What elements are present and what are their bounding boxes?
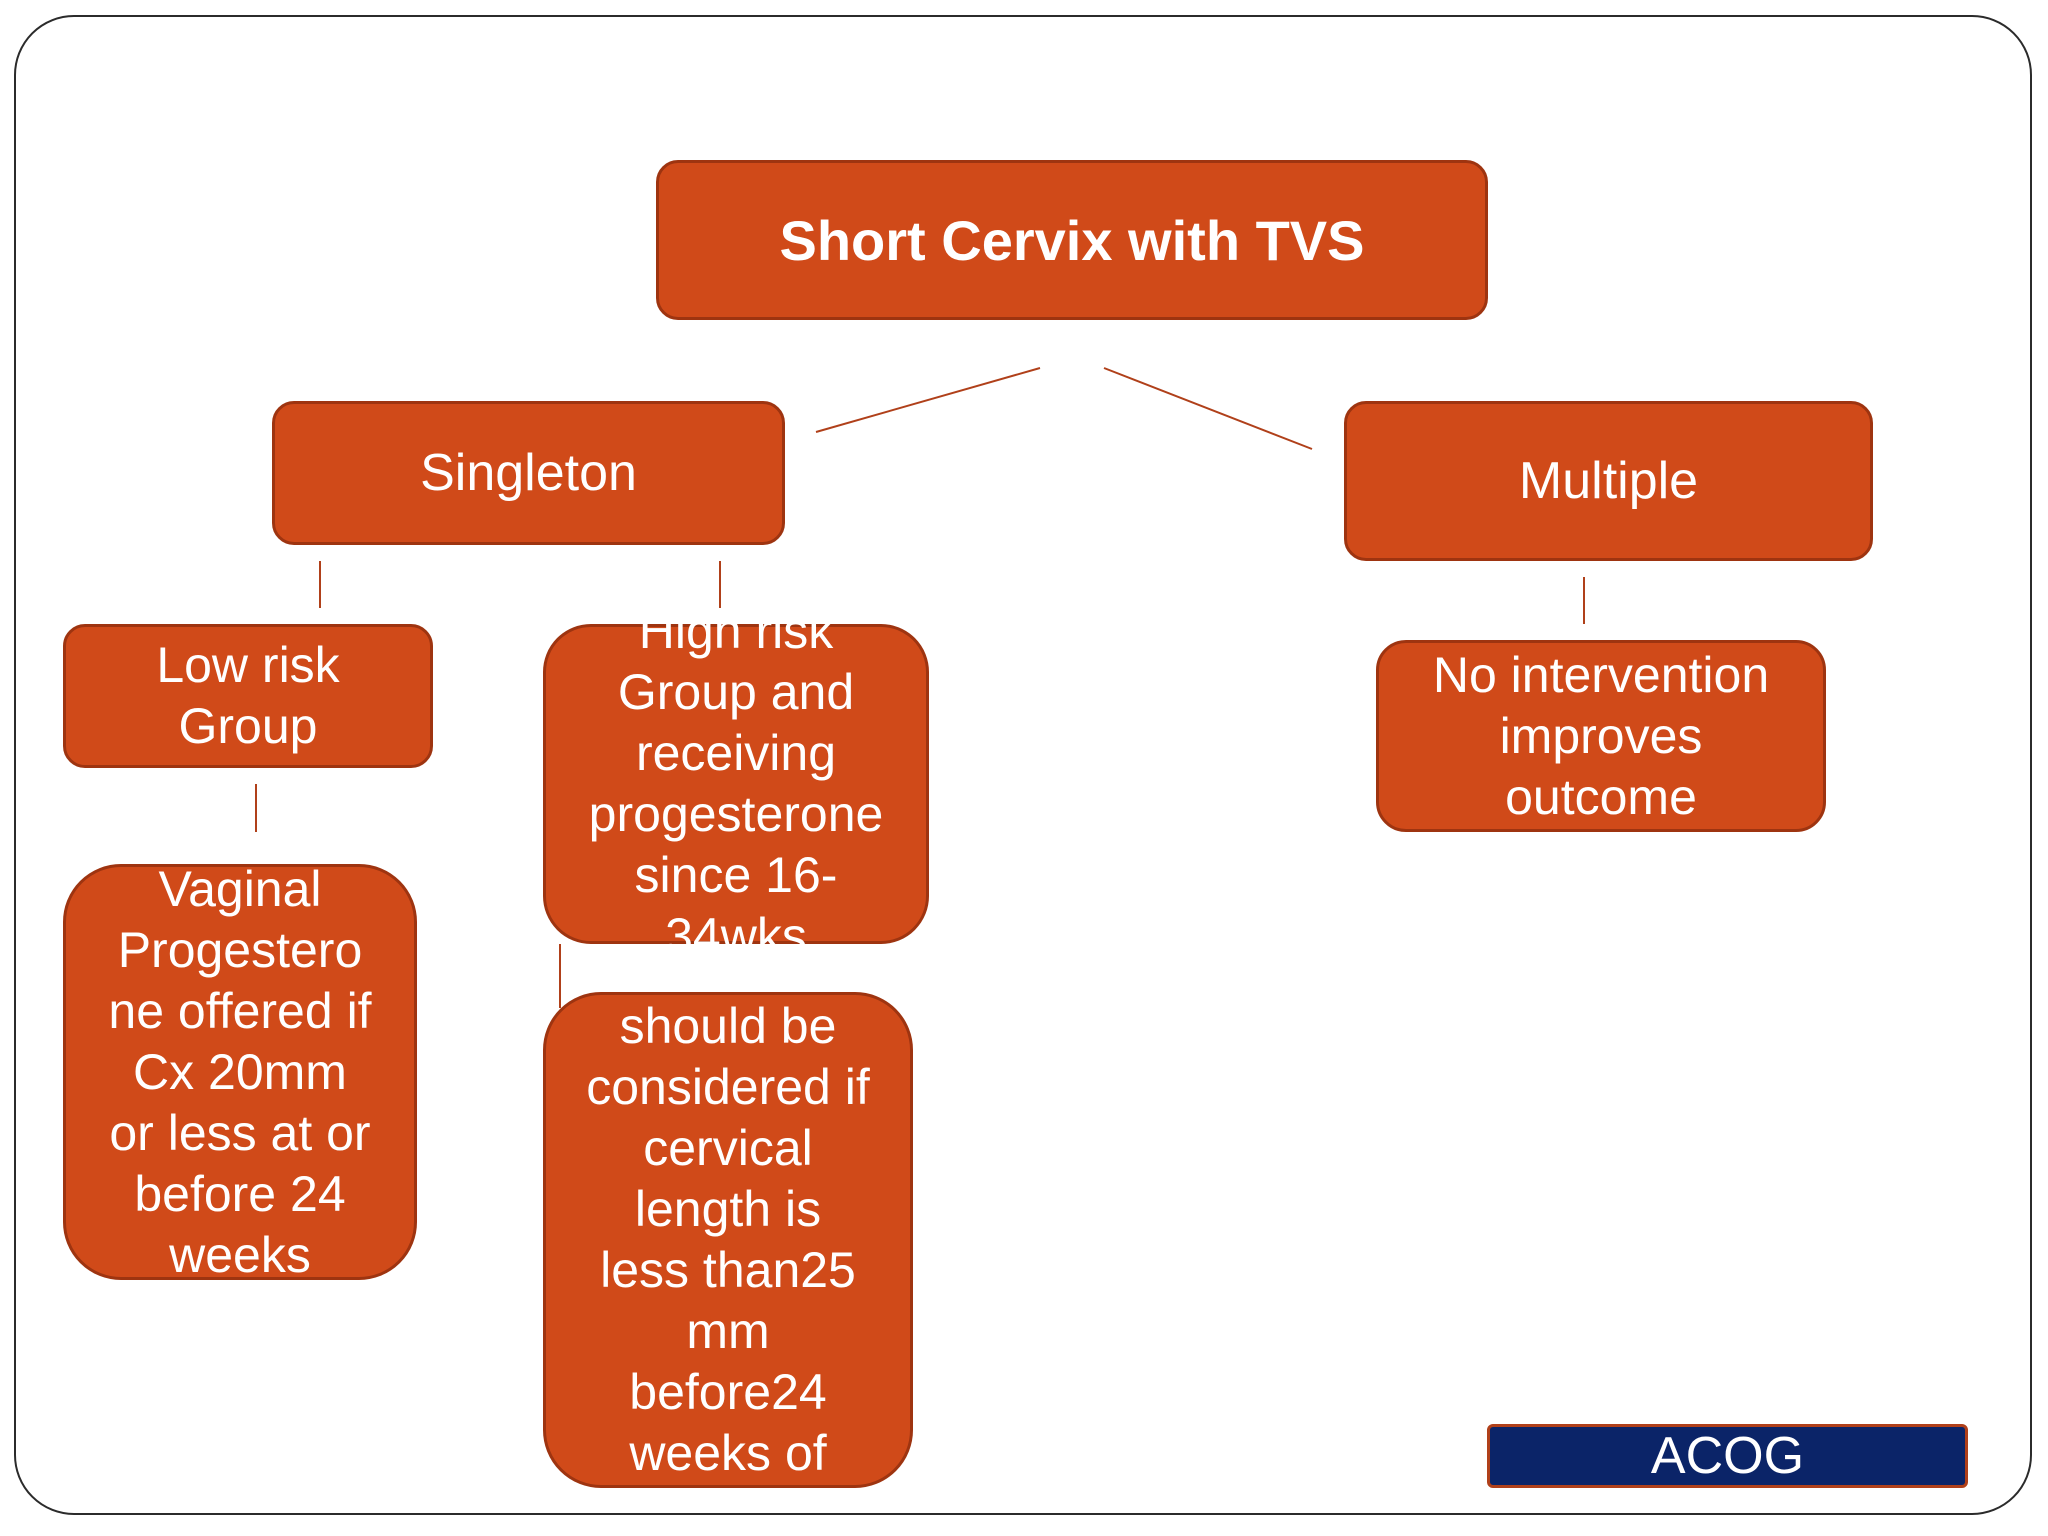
cerclage-node: should be considered if cervical length … bbox=[543, 992, 913, 1488]
connector-root-multiple bbox=[1103, 367, 1313, 450]
high-risk-node-label: High risk Group and receiving progestero… bbox=[588, 603, 884, 964]
cerclage-node-label: should be considered if cervical length … bbox=[586, 998, 870, 1481]
singleton-node-label: Singleton bbox=[420, 444, 637, 502]
low-risk-node-label: Low risk Group bbox=[156, 637, 340, 754]
multiple-node: Multiple bbox=[1344, 401, 1873, 561]
source-badge-label: ACOG bbox=[1650, 1427, 1805, 1485]
singleton-node: Singleton bbox=[272, 401, 785, 545]
low-risk-node: Low risk Group bbox=[63, 624, 433, 768]
multiple-node-label: Multiple bbox=[1518, 452, 1699, 510]
no-intervention-node-label: No intervention improves outcome bbox=[1432, 646, 1770, 825]
high-risk-node: High risk Group and receiving progestero… bbox=[543, 603, 929, 964]
vaginal-progesterone-node: Vaginal Progestero ne offered if Cx 20mm… bbox=[63, 861, 417, 1283]
connector-root-singleton bbox=[815, 367, 1041, 433]
source-badge: ACOG bbox=[1487, 1424, 1968, 1488]
root-node: Short Cervix with TVS bbox=[656, 160, 1488, 320]
root-node-label: Short Cervix with TVS bbox=[779, 208, 1365, 272]
vaginal-progesterone-node-label: Vaginal Progestero ne offered if Cx 20mm… bbox=[108, 860, 372, 1283]
no-intervention-node: No intervention improves outcome bbox=[1376, 640, 1826, 832]
